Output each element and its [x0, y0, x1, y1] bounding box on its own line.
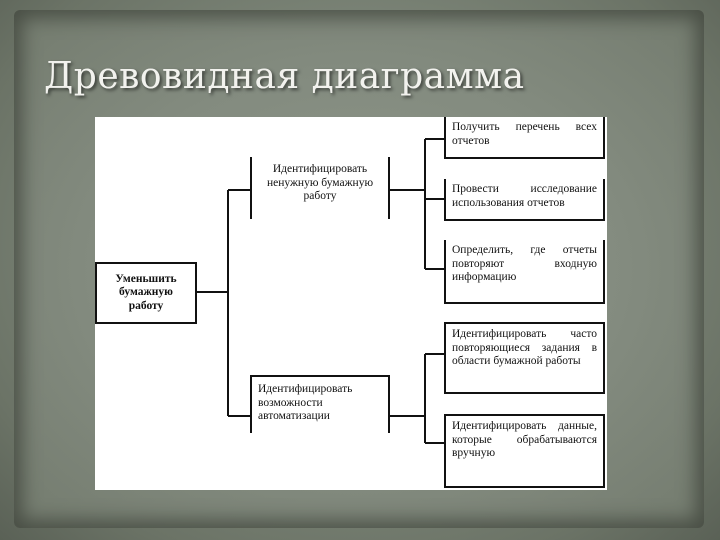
branch-node-1-label: Идентифицировать ненужную бумажную работ…	[266, 163, 374, 202]
tree-diagram: Уменьшить бумажную работу Идентифицирова…	[95, 117, 607, 490]
leaf-node-5: Идентифицировать данные, которые обрабат…	[444, 414, 605, 488]
connector-lines	[197, 138, 444, 444]
root-node-label: Уменьшить бумажную работу	[115, 272, 177, 312]
branch-node-1: Идентифицировать ненужную бумажную работ…	[250, 157, 390, 219]
slide-title: Древовидная диаграмма	[44, 56, 525, 97]
leaf-node-5-label: Идентифицировать данные, которые обрабат…	[452, 420, 597, 459]
branch-node-2: Идентифицировать возможности автоматизац…	[250, 375, 390, 433]
leaf-node-1: Получить перечень всех отчетов	[444, 117, 605, 159]
leaf-node-2-label: Провести исследование использования отче…	[452, 183, 597, 209]
leaf-node-3-label: Определить, где отчеты повторяют входную…	[452, 244, 597, 283]
branch-node-2-label: Идентифицировать возможности автоматизац…	[258, 383, 353, 422]
leaf-node-3: Определить, где отчеты повторяют входную…	[444, 240, 605, 304]
leaf-node-2: Провести исследование использования отче…	[444, 179, 605, 221]
root-node: Уменьшить бумажную работу	[95, 262, 197, 324]
leaf-node-4: Идентифицировать часто повторяющиеся зад…	[444, 322, 605, 394]
leaf-node-4-label: Идентифицировать часто повторяющиеся зад…	[452, 328, 597, 367]
leaf-node-1-label: Получить перечень всех отчетов	[452, 121, 597, 147]
